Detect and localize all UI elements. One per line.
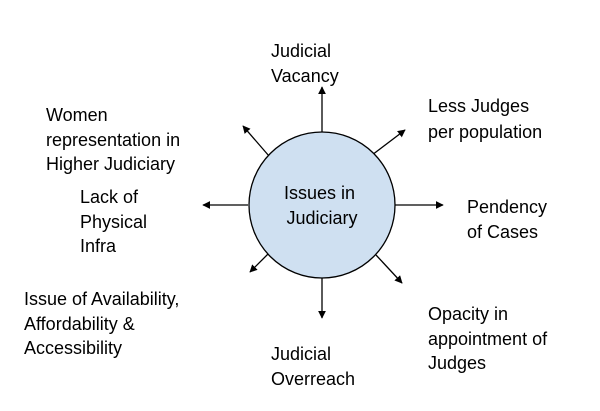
center-label-line-2: Judiciary <box>286 208 357 228</box>
label-less-judges: Less Judges per population <box>428 96 542 142</box>
label-overreach: Judicial Overreach <box>271 344 355 389</box>
label-pendency: Pendency of Cases <box>467 197 552 242</box>
label-availability: Issue of Availability, Affordability & A… <box>24 289 184 358</box>
center-circle <box>248 131 396 279</box>
center-label-line-1: Issues in <box>284 183 355 203</box>
arrow-women <box>242 125 270 157</box>
svg-text:Issues in Judiciary: Issues in Judiciary <box>284 183 360 228</box>
arrow-availability <box>249 253 269 273</box>
label-judicial-vacancy: Judicial Vacancy <box>271 41 339 86</box>
label-opacity: Opacity in appointment of Judges <box>428 304 552 373</box>
arrow-less-judges <box>371 129 406 156</box>
arrow-opacity <box>375 254 403 284</box>
label-women: Women representation in Higher Judiciary <box>46 105 185 174</box>
label-physical-infra: Lack of Physical Infra <box>80 187 152 256</box>
arrows <box>202 86 444 319</box>
